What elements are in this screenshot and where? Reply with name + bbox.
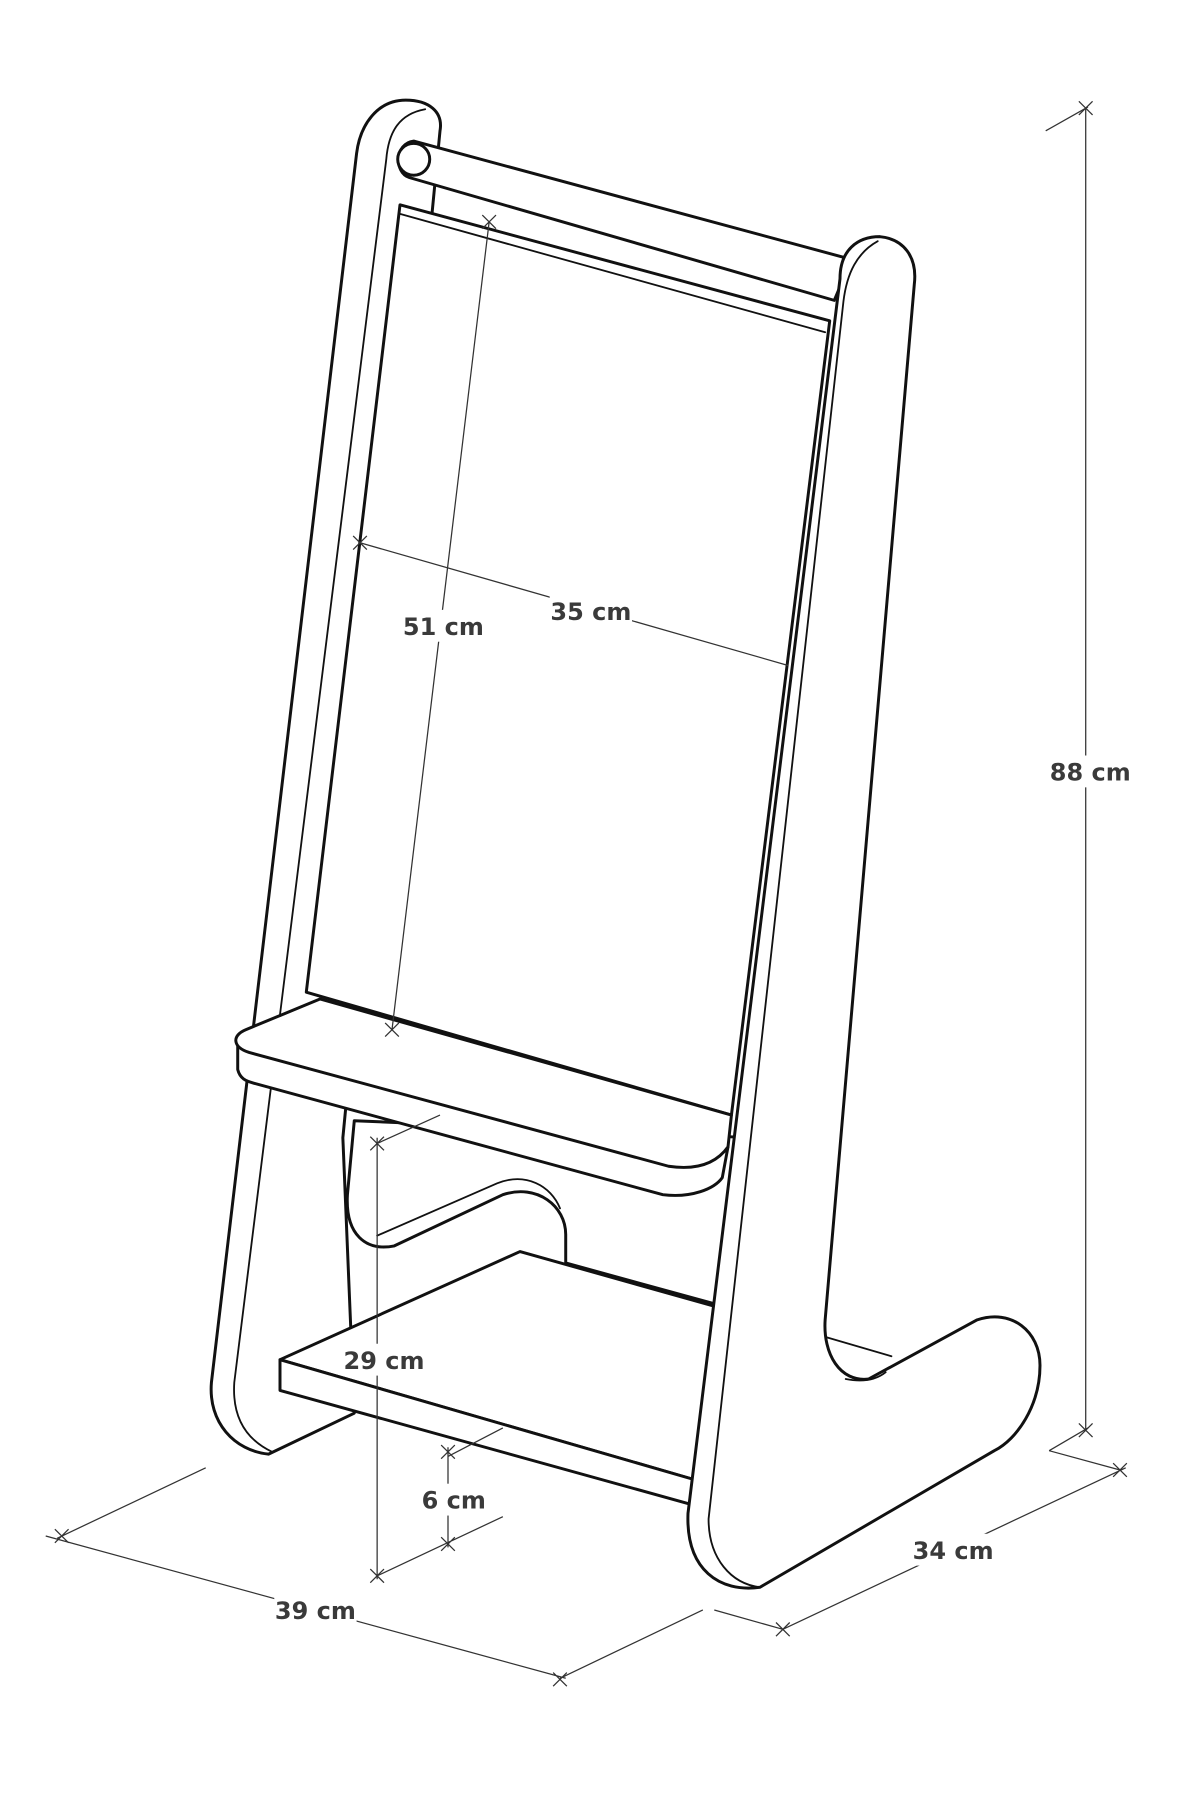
label-width: 39 cm — [275, 1597, 356, 1625]
label-board-height: 51 cm — [403, 613, 484, 641]
top-rod — [396, 139, 853, 302]
label-bottom-step-height: 6 cm — [422, 1487, 486, 1515]
label-depth: 34 cm — [913, 1537, 994, 1565]
right-upright — [686, 235, 1042, 1590]
label-step-height: 29 cm — [344, 1347, 425, 1375]
label-board-width: 35 cm — [550, 598, 631, 626]
upper-step — [234, 997, 733, 1197]
label-total-height: 88 cm — [1050, 759, 1131, 787]
dimension-labels: 88 cm 51 cm 35 cm 29 cm 6 cm 39 cm 34 cm — [274, 595, 1132, 1626]
back-board — [304, 203, 832, 1117]
